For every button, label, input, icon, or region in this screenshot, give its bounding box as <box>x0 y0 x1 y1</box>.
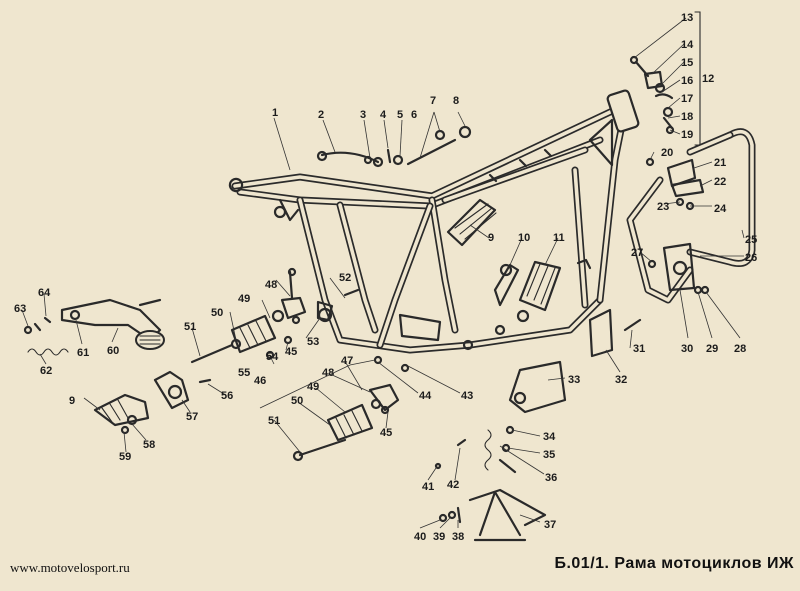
part-label-45-lower: 45 <box>380 427 392 439</box>
part-label-59: 59 <box>119 451 131 463</box>
part-label-33: 33 <box>568 374 580 386</box>
crash-bar <box>626 128 756 304</box>
part-label-45-upper: 45 <box>285 346 297 358</box>
part-label-16: 16 <box>681 75 693 87</box>
part-label-21: 21 <box>714 157 726 169</box>
brake-pedal <box>23 298 165 356</box>
part-label-53: 53 <box>307 336 319 348</box>
part-label-3: 3 <box>360 109 366 121</box>
part-label-27: 27 <box>631 247 643 259</box>
part-label-28: 28 <box>734 343 746 355</box>
footrest-assembly-left <box>93 267 307 435</box>
part-labels: 1 2 3 4 5 6 7 8 9 10 11 12 13 14 15 16 1… <box>14 12 757 543</box>
part-label-37: 37 <box>544 519 556 531</box>
part-label-49-lower: 49 <box>307 381 319 393</box>
part-label-54: 54 <box>266 351 279 363</box>
part-label-15: 15 <box>681 57 693 69</box>
part-label-52: 52 <box>339 272 351 284</box>
part-label-50-lower: 50 <box>291 395 303 407</box>
diagram-caption: Б.01/1. Рама мотоциклов ИЖ <box>554 555 794 572</box>
footrest-assembly-right <box>292 288 410 462</box>
part-label-14: 14 <box>681 39 694 51</box>
part-label-1: 1 <box>272 107 278 119</box>
part-label-57: 57 <box>186 411 198 423</box>
part-label-56: 56 <box>221 390 233 402</box>
part-label-9-lower: 9 <box>69 395 75 407</box>
part-label-31: 31 <box>633 343 645 355</box>
part-label-10: 10 <box>518 232 530 244</box>
part-label-7: 7 <box>430 95 436 107</box>
part-label-13: 13 <box>681 12 693 24</box>
part-label-63: 63 <box>14 303 26 315</box>
part-label-4: 4 <box>380 109 387 121</box>
part-label-41: 41 <box>422 481 434 493</box>
part-label-49-upper: 49 <box>238 293 250 305</box>
website-url: www.motovelosport.ru <box>10 560 130 575</box>
part-label-60: 60 <box>107 345 119 357</box>
part-label-22: 22 <box>714 176 726 188</box>
part-label-46: 46 <box>254 375 266 387</box>
part-label-36: 36 <box>545 472 557 484</box>
part-label-42: 42 <box>447 479 459 491</box>
part-label-5: 5 <box>397 109 403 121</box>
footrests-upper <box>446 198 592 323</box>
part-label-51-upper: 51 <box>184 321 196 333</box>
part-label-2: 2 <box>318 109 324 121</box>
part-label-32: 32 <box>615 374 627 386</box>
part-label-44: 44 <box>419 390 432 402</box>
part-label-17: 17 <box>681 93 693 105</box>
part-label-18: 18 <box>681 111 693 123</box>
part-label-25: 25 <box>745 234 757 246</box>
part-label-39: 39 <box>433 531 445 543</box>
part-label-26: 26 <box>745 252 757 264</box>
part-label-35: 35 <box>543 449 555 461</box>
part-label-64: 64 <box>38 287 51 299</box>
part-label-58: 58 <box>143 439 155 451</box>
part-label-20: 20 <box>661 147 673 159</box>
part-label-23: 23 <box>657 201 669 213</box>
part-label-55: 55 <box>238 367 250 379</box>
part-label-38: 38 <box>452 531 464 543</box>
part-label-6: 6 <box>411 109 417 121</box>
part-label-34: 34 <box>543 431 556 443</box>
part-label-9-upper: 9 <box>488 232 494 244</box>
part-label-11: 11 <box>553 232 565 244</box>
part-label-47: 47 <box>341 355 353 367</box>
part-label-48-upper: 48 <box>265 279 277 291</box>
part-label-24: 24 <box>714 203 727 215</box>
top-hardware <box>316 125 472 168</box>
part-label-8: 8 <box>453 95 459 107</box>
part-label-48-lower: 48 <box>322 367 334 379</box>
side-brackets <box>508 308 642 414</box>
part-label-62: 62 <box>40 365 52 377</box>
part-label-12: 12 <box>702 73 714 85</box>
part-label-19: 19 <box>681 129 693 141</box>
part-label-51-lower: 51 <box>268 415 280 427</box>
part-label-30: 30 <box>681 343 693 355</box>
leader-lines <box>21 17 745 529</box>
main-frame <box>228 89 640 354</box>
part-label-29: 29 <box>706 343 718 355</box>
part-label-50-upper: 50 <box>211 307 223 319</box>
part-label-40: 40 <box>414 531 426 543</box>
part-label-43: 43 <box>461 390 473 402</box>
part-label-61: 61 <box>77 347 89 359</box>
